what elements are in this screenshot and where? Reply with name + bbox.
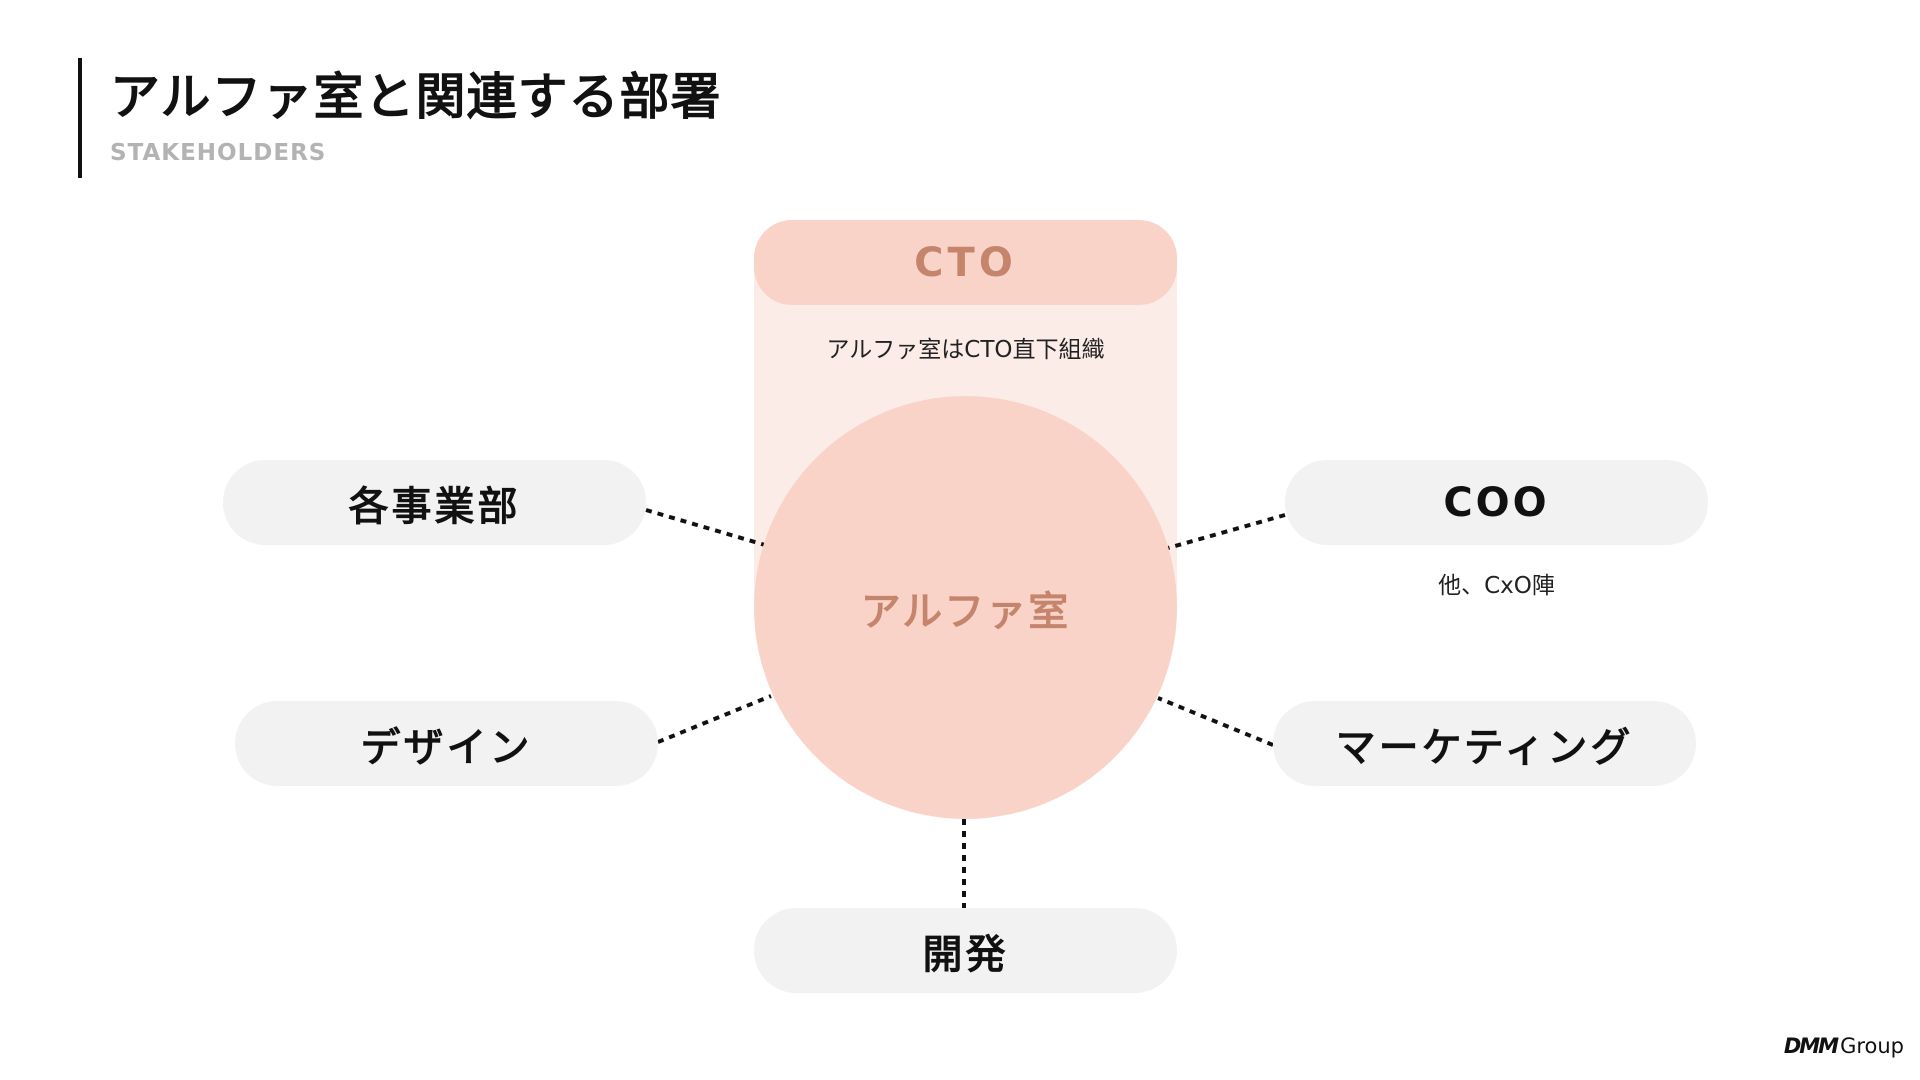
page-subtitle: STAKEHOLDERS [110, 140, 327, 166]
center-node-alpha: アルファ室 [754, 396, 1177, 819]
brand-logo: DMM Group [1784, 1034, 1904, 1058]
page-title: アルファ室と関連する部署 [110, 68, 722, 126]
connector-marketing [1157, 696, 1274, 747]
node-development: 開発 [754, 908, 1177, 993]
cto-header: CTO [754, 220, 1177, 305]
brand-group: Group [1840, 1034, 1904, 1058]
connector-coo [1167, 513, 1286, 550]
title-accent-bar [78, 58, 82, 178]
brand-dmm: DMM [1783, 1034, 1839, 1058]
connector-design [657, 694, 772, 744]
node-marketing: マーケティング [1273, 701, 1696, 786]
connector-business [645, 508, 766, 547]
node-business-divisions: 各事業部 [223, 460, 646, 545]
node-coo: COO [1285, 460, 1708, 545]
coo-note: 他、CxO陣 [1438, 573, 1555, 599]
cto-note: アルファ室はCTO直下組織 [826, 337, 1105, 363]
node-design: デザイン [235, 701, 658, 786]
